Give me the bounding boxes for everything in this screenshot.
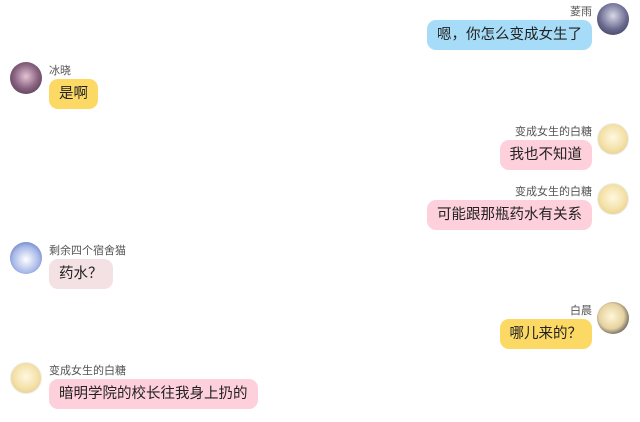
message-bubble[interactable]: 我也不知道: [499, 140, 592, 170]
sender-name: 变成女生的白糖: [49, 364, 126, 377]
sender-name: 剩余四个宿舍猫: [49, 244, 126, 257]
avatar[interactable]: [597, 302, 629, 334]
sender-name: 冰晓: [49, 64, 71, 77]
message-bubble[interactable]: 可能跟那瓶药水有关系: [427, 200, 592, 230]
message-row: 冰晓 是啊: [0, 62, 640, 122]
message-bubble[interactable]: 药水？: [49, 259, 113, 289]
message-row: 变成女生的白糖 我也不知道: [0, 123, 640, 183]
sender-name: 白晨: [570, 304, 592, 317]
message-row: 白晨 哪儿来的？: [0, 302, 640, 362]
message-row: 变成女生的白糖 可能跟那瓶药水有关系: [0, 183, 640, 243]
sender-name: 变成女生的白糖: [515, 125, 592, 138]
avatar[interactable]: [597, 183, 629, 215]
message-bubble[interactable]: 暗明学院的校长往我身上扔的: [49, 379, 258, 409]
avatar[interactable]: [597, 3, 629, 35]
avatar[interactable]: [10, 242, 42, 274]
message-bubble[interactable]: 嗯，你怎么变成女生了: [427, 20, 592, 50]
avatar[interactable]: [10, 62, 42, 94]
message-bubble[interactable]: 哪儿来的？: [499, 319, 592, 349]
message-row: 菱雨 嗯，你怎么变成女生了: [0, 3, 640, 63]
message-row: 剩余四个宿舍猫 药水？: [0, 242, 640, 302]
sender-name: 变成女生的白糖: [515, 185, 592, 198]
message-bubble[interactable]: 是啊: [49, 79, 98, 109]
sender-name: 菱雨: [570, 5, 592, 18]
avatar[interactable]: [10, 362, 42, 394]
message-row: 变成女生的白糖 暗明学院的校长往我身上扔的: [0, 362, 640, 422]
avatar[interactable]: [597, 123, 629, 155]
